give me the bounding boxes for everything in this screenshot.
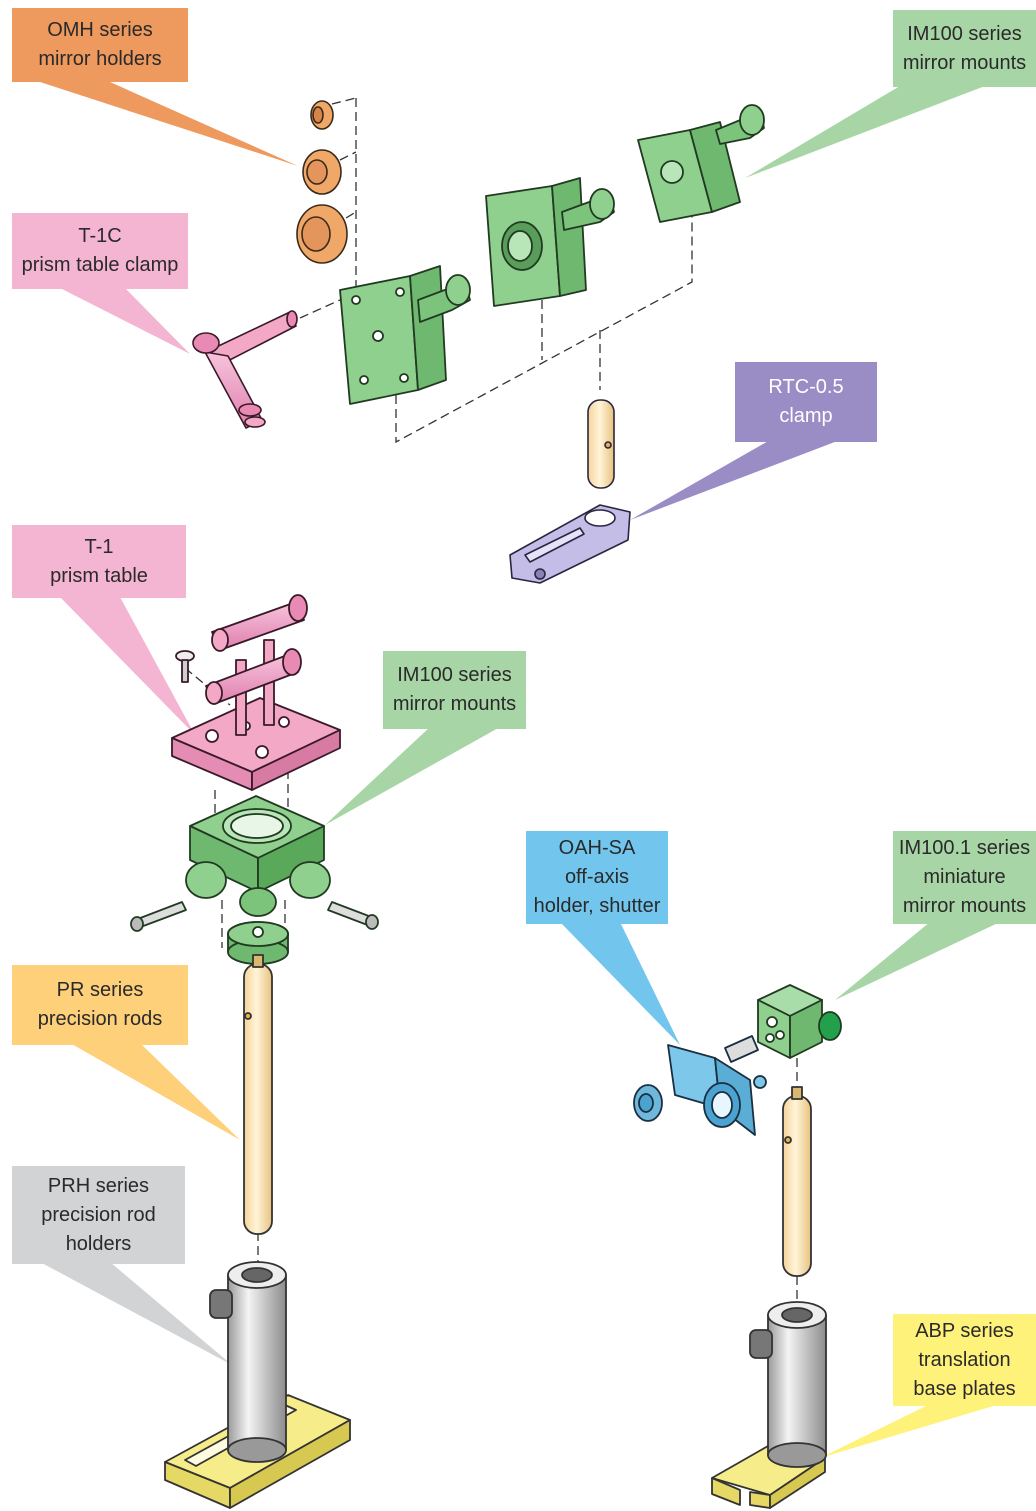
abp-pointer [820, 1404, 1000, 1458]
im100-mid-label: IM100 series mirror mounts [383, 651, 526, 729]
mount-screw-left [130, 901, 187, 932]
rtc-label-line-1: RTC-0.5 [768, 376, 844, 398]
t1c-pointer [60, 288, 190, 354]
oah-label-line-1: OAH-SA [558, 837, 636, 859]
im100-mid-pointer [325, 727, 500, 825]
rtc-label-line-2: clamp [779, 405, 833, 427]
abp-label-line-1: ABP series [915, 1319, 1014, 1342]
im100-top-label-line-1: IM100 series [907, 22, 1022, 45]
im100-mount-small [637, 104, 765, 223]
rtc-pointer [630, 440, 840, 520]
t1-label-line-1: T-1 [84, 535, 114, 558]
im1001-mount-part [757, 984, 842, 1059]
t1-prism-table-part [171, 594, 341, 791]
mount-screw-right [327, 901, 379, 930]
prism-table-screw [175, 650, 195, 683]
prh-pointer [40, 1262, 232, 1365]
im100-mount-medium [485, 177, 615, 307]
oah-holder-part [633, 1035, 767, 1136]
im1001-label: IM100.1 series miniature mirror mounts [893, 831, 1036, 924]
t1c-label-line-1: T-1C [78, 225, 122, 247]
prh-label-line-3: holders [65, 1232, 132, 1255]
short-rod [587, 399, 615, 489]
abp-label: ABP series translation base plates [893, 1314, 1036, 1406]
omh-label-line-2: mirror holders [38, 48, 162, 70]
pr-pointer [70, 1043, 240, 1140]
t1c-clamp-part [192, 310, 298, 429]
oah-label: OAH-SA off-axis holder, shutter [526, 831, 668, 924]
im100-mount-large [339, 265, 471, 405]
oah-label-line-3: holder, shutter [533, 895, 661, 917]
mirror-holder-medium [302, 149, 342, 195]
t1-label-line-2: prism table [50, 564, 148, 587]
t1-pointer [60, 597, 195, 735]
omh-label: OMH series mirror holders [12, 8, 188, 82]
rtc-label: RTC-0.5 clamp [735, 362, 877, 442]
prh-label-line-1: PRH series [47, 1174, 150, 1197]
abp-label-line-3: base plates [913, 1377, 1016, 1400]
im100-top-label: IM100 series mirror mounts [893, 10, 1036, 87]
pr-label-line-1: PR series [56, 979, 144, 1001]
omh-label-line-1: OMH series [47, 19, 153, 41]
im1001-label-line-1: IM100.1 series [898, 837, 1031, 859]
left-post-assembly [164, 954, 351, 1509]
t1c-label: T-1C prism table clamp [12, 213, 188, 289]
omh-pointer [40, 82, 298, 166]
right-precision-rod [782, 1095, 812, 1277]
abp-label-line-2: translation [918, 1348, 1011, 1371]
oah-pointer [560, 922, 680, 1045]
prh-label: PRH series precision rod holders [12, 1166, 185, 1264]
mirror-holder-large [296, 204, 348, 264]
callout-pointers [40, 82, 1000, 1458]
omh-mirror-holders [296, 100, 348, 264]
pr-label-line-2: precision rods [37, 1008, 163, 1030]
left-rod-holder [209, 1261, 287, 1463]
im100-top-pointer [745, 86, 985, 178]
im100-mounts-top [339, 104, 765, 405]
im1001-label-line-2: miniature [923, 866, 1006, 888]
im1001-label-line-3: mirror mounts [902, 895, 1027, 917]
im100-top-label-line-2: mirror mounts [902, 51, 1027, 74]
mirror-holder-small [310, 100, 334, 130]
t1c-label-line-2: prism table clamp [21, 254, 179, 276]
im100-mount-mid-part [130, 795, 379, 965]
left-precision-rod [243, 963, 273, 1235]
prh-label-line-2: precision rod [41, 1203, 156, 1226]
right-post-assembly [711, 1086, 827, 1509]
oah-label-line-2: off-axis [564, 866, 630, 888]
im100-mid-label-line-1: IM100 series [397, 664, 512, 686]
rtc-clamp-assembly [509, 399, 631, 584]
oah-set-screw [724, 1035, 759, 1063]
im100-mid-label-line-2: mirror mounts [392, 693, 517, 715]
right-rod-holder [749, 1301, 827, 1468]
t1-label: T-1 prism table [12, 525, 186, 598]
pr-label: PR series precision rods [12, 965, 188, 1045]
rod-collar [227, 921, 289, 965]
im1001-pointer [835, 922, 1000, 1000]
